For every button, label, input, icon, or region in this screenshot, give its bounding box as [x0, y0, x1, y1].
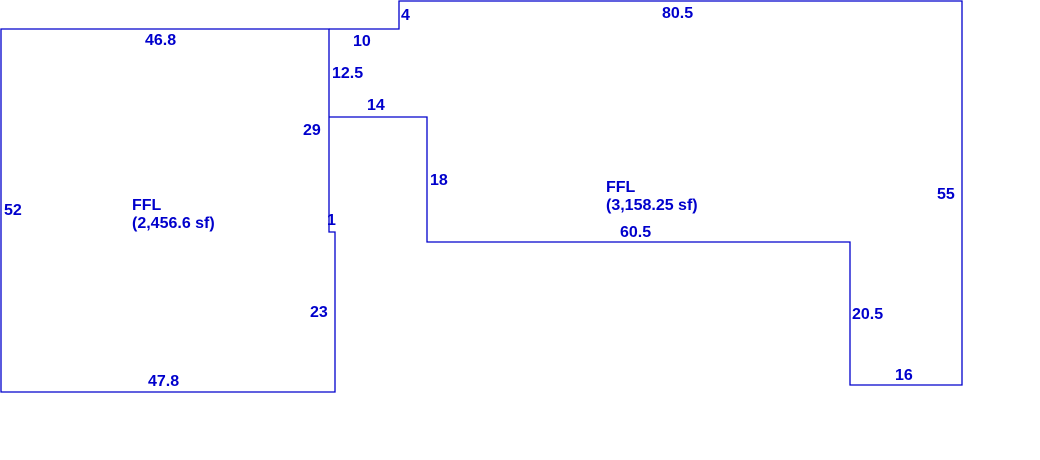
- dimension-left-upper-right: 29: [303, 122, 321, 139]
- dimension-right-notch-bottom: 60.5: [620, 224, 651, 241]
- dimension-left-side: 52: [4, 202, 22, 219]
- dimension-right-notch-top: 14: [367, 97, 385, 114]
- dimension-right-side: 55: [937, 186, 955, 203]
- dimension-right-upper-left: 12.5: [332, 65, 363, 82]
- dimension-left-jog: 1: [327, 212, 336, 229]
- dimension-right-bottom: 16: [895, 367, 913, 384]
- dimension-right-lower-step: 20.5: [852, 306, 883, 323]
- dimension-left-bottom: 47.8: [148, 373, 179, 390]
- right-area-size: (3,158.25 sf): [606, 197, 698, 214]
- dimension-left-lower-right: 23: [310, 304, 328, 321]
- left-area-size: (2,456.6 sf): [132, 215, 215, 232]
- dimension-right-step-up: 4: [401, 7, 410, 24]
- left-area-code: FFL: [132, 197, 162, 214]
- left-area-outline: [0, 28, 336, 393]
- dimension-right-step-left: 10: [353, 33, 371, 50]
- right-area-code: FFL: [606, 179, 636, 196]
- dimension-right-top: 80.5: [662, 5, 693, 22]
- right-area-outline: [329, 0, 963, 386]
- dimension-left-top: 46.8: [145, 32, 176, 49]
- dimension-right-notch-side: 18: [430, 172, 448, 189]
